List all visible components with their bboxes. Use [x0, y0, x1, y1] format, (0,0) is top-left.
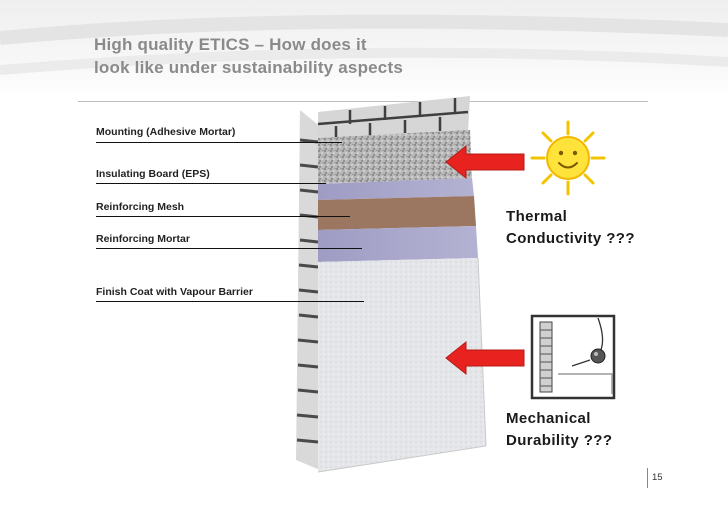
- impact-test-icon: [530, 314, 616, 400]
- title-line-1: High quality ETICS – How does it: [94, 35, 367, 54]
- reinforcing-mesh: [318, 196, 476, 230]
- arrow-mechanical: [445, 340, 525, 376]
- thermal-conductivity-callout: Thermal Conductivity ???: [506, 206, 635, 250]
- leader-reinforcing-mortar: [96, 248, 362, 249]
- leader-reinforcing-mesh: [96, 216, 350, 217]
- thermal-line-1: Thermal: [506, 208, 568, 225]
- mechanical-line-1: Mechanical: [506, 410, 591, 427]
- reinforcing-mortar: [318, 226, 478, 262]
- title-line-2: look like under sustainability aspects: [94, 58, 403, 77]
- page-title: High quality ETICS – How does it look li…: [94, 33, 434, 79]
- mechanical-line-2: Durability ???: [506, 432, 613, 449]
- leader-insulating-board: [96, 183, 326, 184]
- brick-top: [317, 96, 470, 140]
- reinforcing-mortar-upper: [318, 178, 474, 200]
- leader-mounting: [96, 142, 342, 143]
- insulating-board: [318, 130, 472, 184]
- label-reinforcing-mesh: Reinforcing Mesh: [96, 201, 185, 213]
- leader-finish-coat: [96, 301, 364, 302]
- arrow-thermal: [445, 144, 525, 180]
- thermal-line-2: Conductivity ???: [506, 230, 635, 247]
- mechanical-durability-callout: Mechanical Durability ???: [506, 408, 612, 452]
- label-mounting: Mounting (Adhesive Mortar): [96, 126, 236, 138]
- label-finish-coat: Finish Coat with Vapour Barrier: [96, 286, 253, 298]
- title-divider: [78, 101, 648, 102]
- label-insulating-board: Insulating Board (EPS): [96, 168, 210, 180]
- label-reinforcing-mortar: Reinforcing Mortar: [96, 233, 190, 245]
- page-number: 15: [652, 472, 663, 483]
- finish-coat: [318, 258, 486, 472]
- page-number-divider: [647, 468, 648, 488]
- sun-icon: [530, 120, 606, 196]
- header-decoration: [0, 14, 728, 75]
